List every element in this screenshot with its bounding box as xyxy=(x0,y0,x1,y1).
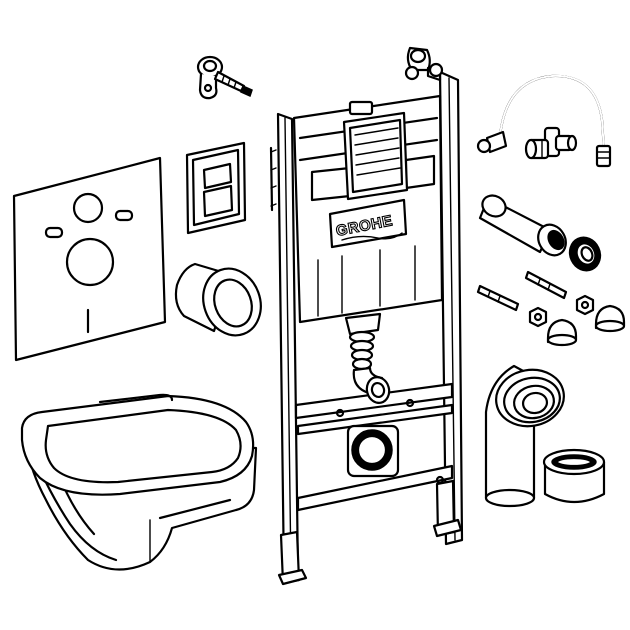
fixing-bolts xyxy=(476,270,568,312)
seals xyxy=(568,236,602,272)
toilet-seat xyxy=(20,393,255,496)
pan-connector-pipe xyxy=(478,194,567,257)
flexible-water-hose xyxy=(476,74,612,168)
angle-valve xyxy=(524,126,578,160)
bolt-nuts xyxy=(528,294,626,347)
flush-plate xyxy=(185,141,247,235)
pipe-end-cap xyxy=(542,448,606,504)
sound-insulation-mat xyxy=(12,156,167,362)
connection-sleeve xyxy=(174,262,262,337)
concealed-cistern: GROHE xyxy=(292,94,444,404)
wall-fixing-bracket xyxy=(196,55,253,100)
bend-outlet-pipe xyxy=(484,364,565,508)
